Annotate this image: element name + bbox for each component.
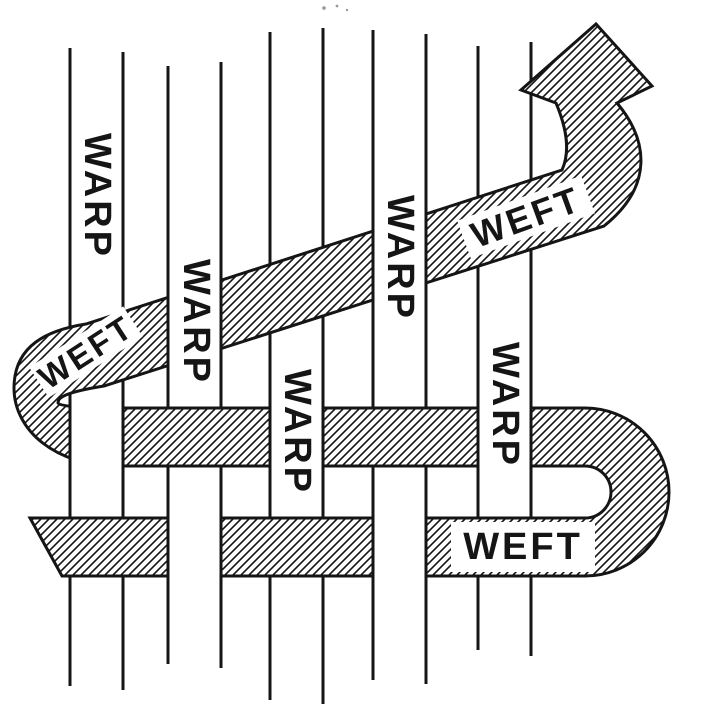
weft-label-background [29,306,143,398]
warp-over-weft-lines [166,513,223,580]
warp-label-2: WARP [175,259,217,385]
warp-label-3: WARP [276,369,318,495]
warp-thread-4 [371,30,428,684]
warp-over-weft-patch [168,513,221,580]
warp-over-weft-lines [68,402,125,470]
warp-over-weft-lines [268,403,325,470]
warp-thread-3 [268,28,325,704]
warp-label-4: WARP [379,195,421,321]
warp-over-weft-patch [373,513,426,580]
warp-over-weft-patch [373,211,426,304]
scan-speck [322,4,349,12]
weft-label-background [457,175,595,259]
weft-label-bottom-group: WEFT [451,522,595,572]
warp-over-weft-lines [476,403,533,470]
weft-label-bottom: WEFT [463,526,583,568]
weave-overlap-patches [68,211,533,580]
weft-label-background [451,522,595,572]
warp-over-weft-patch [168,277,221,371]
warp-over-weft-patch [478,403,531,470]
weft-ribbon-with-arrow [12,21,671,578]
warp-label-5: WARP [484,342,526,468]
warp-over-weft-lines [371,211,428,304]
warp-label-1: WARP [76,133,118,259]
warp-labels: WARP WARP WARP WARP WARP [76,133,526,495]
warp-over-weft-patch [70,402,123,470]
warp-over-weft-patch [270,403,323,470]
warp-over-weft-lines [371,513,428,580]
warp-over-weft-lines [166,277,223,371]
